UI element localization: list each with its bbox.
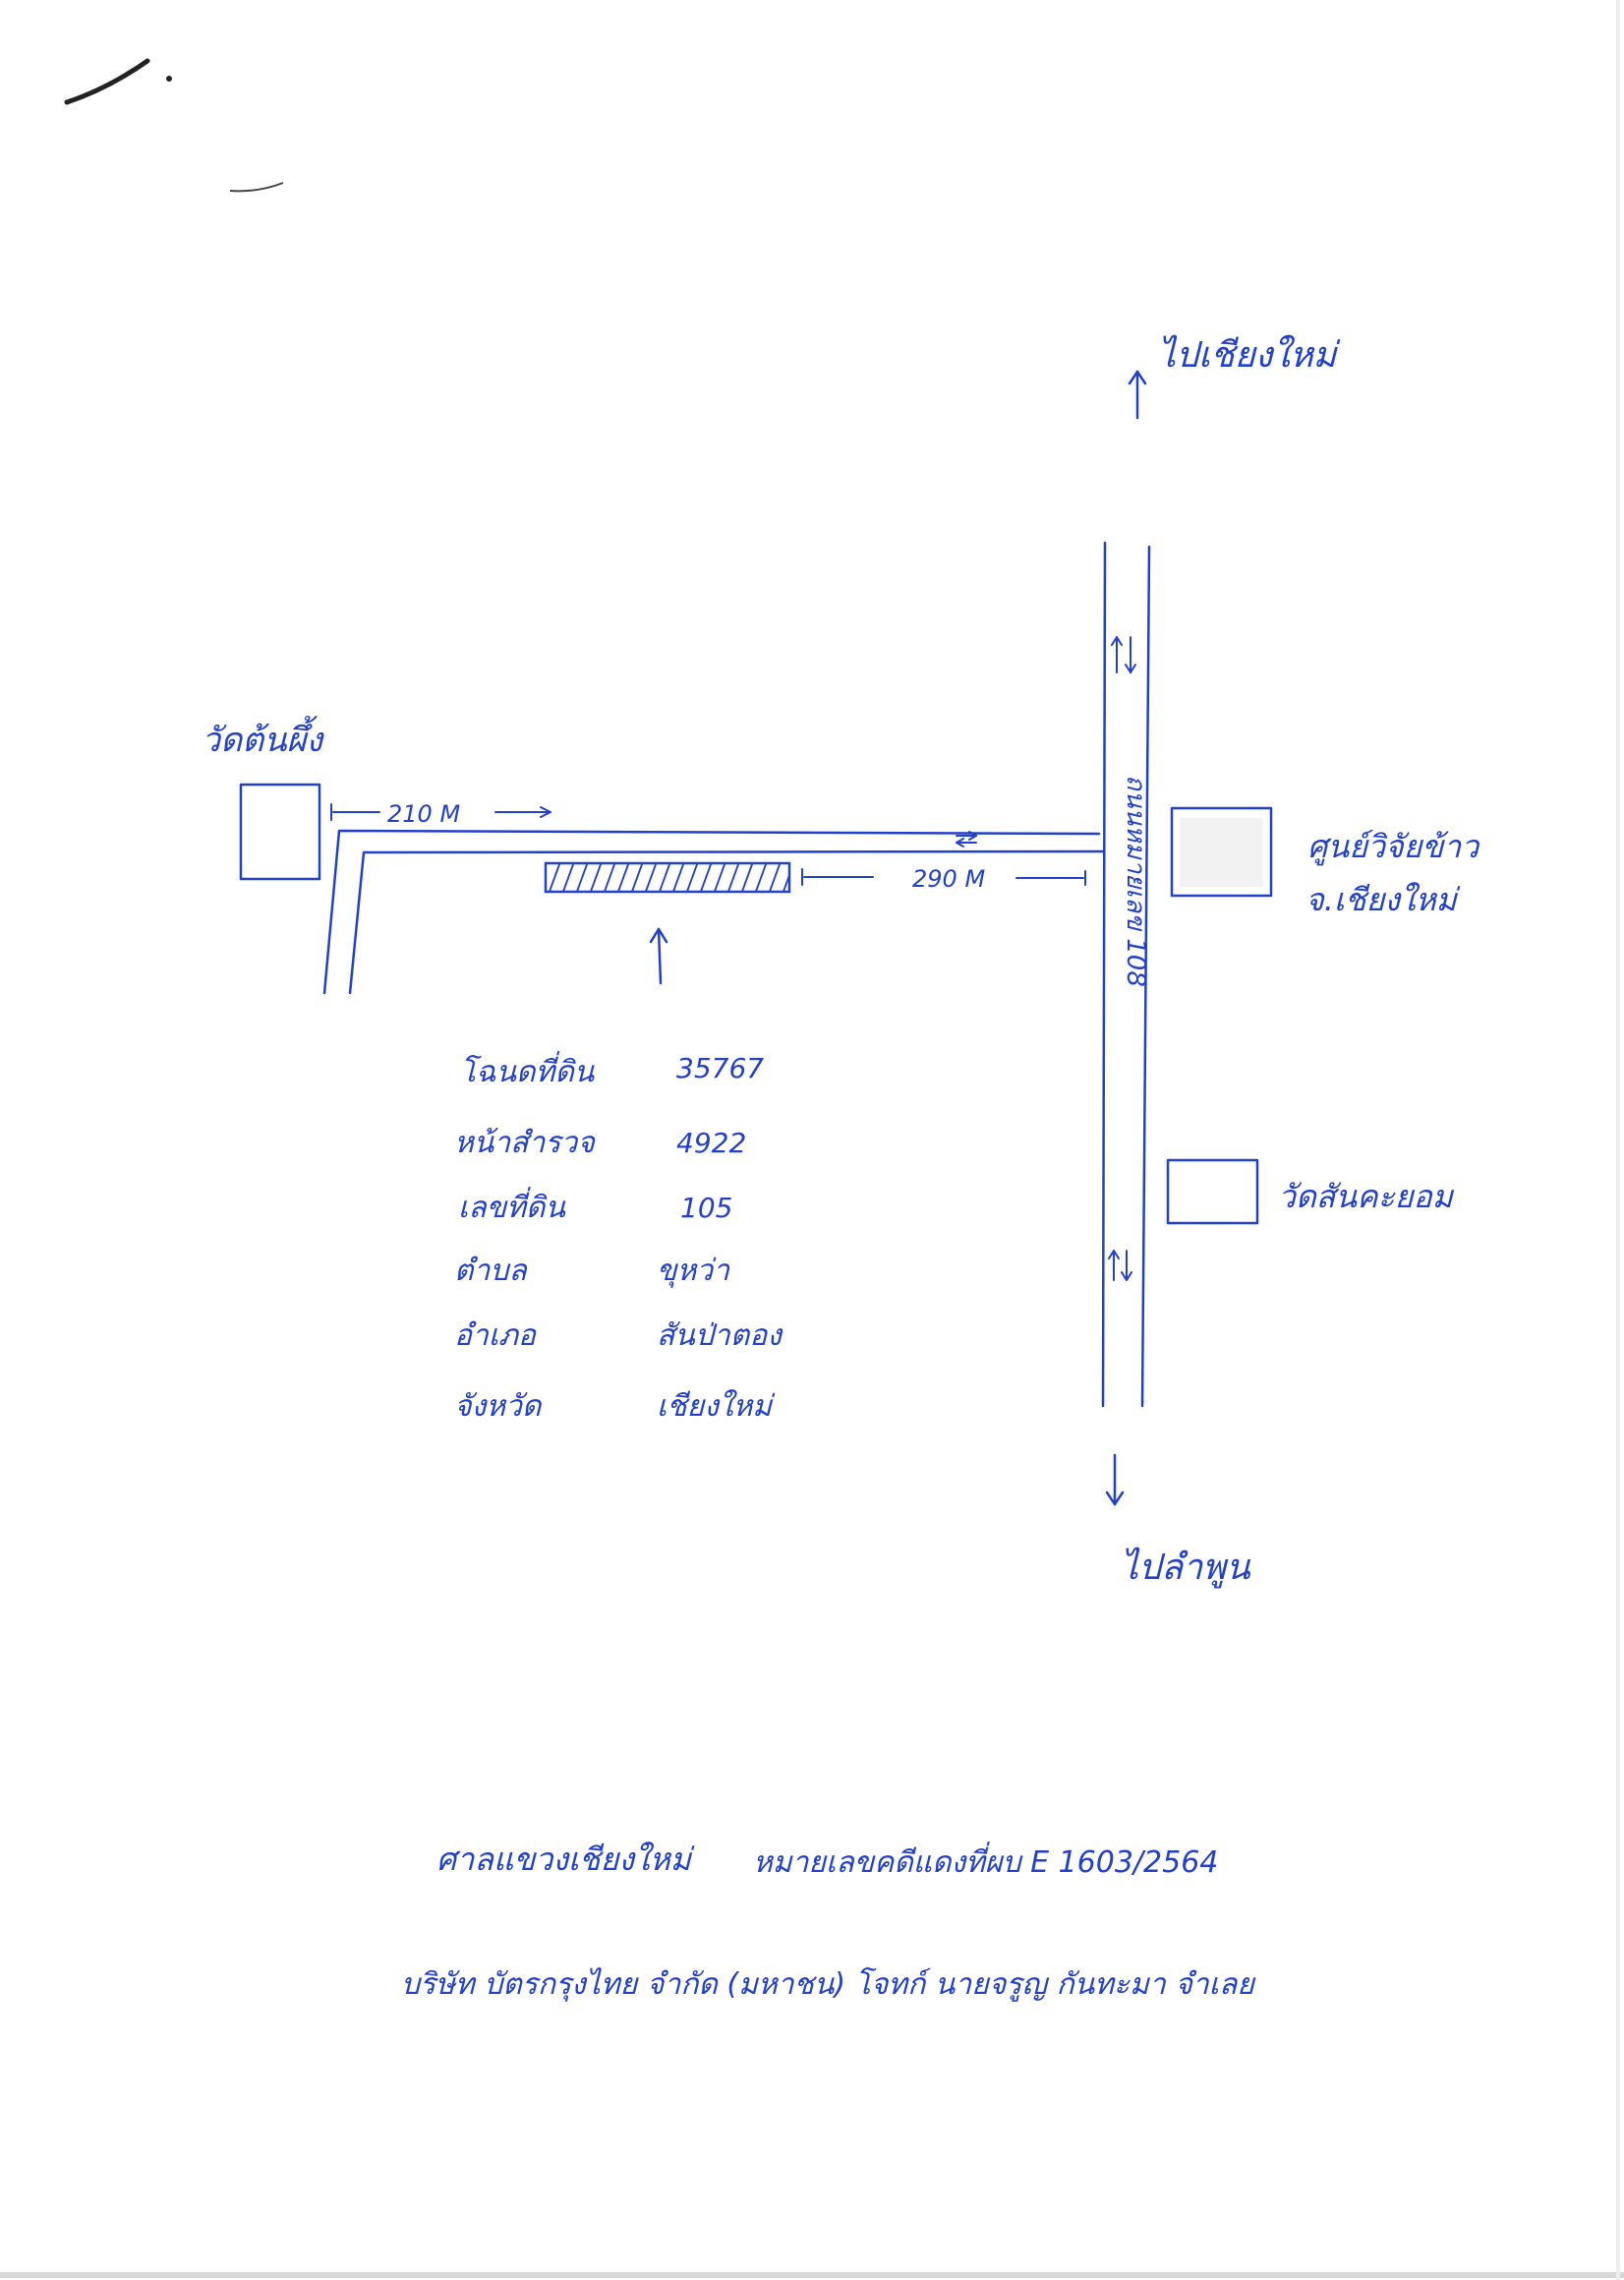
distance-east-label: 290 M xyxy=(912,865,985,893)
rice-center-label-line1: ศูนย์วิจัยข้าว xyxy=(1307,828,1480,866)
land-info-table: โฉนดที่ดิน 35767 หน้าสำรวจ 4922 เลขที่ดิ… xyxy=(454,1051,783,1424)
temple-east-label: วัดสันคะยอม xyxy=(1278,1178,1455,1215)
north-arrow xyxy=(1128,370,1147,420)
south-arrow xyxy=(1105,1453,1125,1506)
land-info-value: สันป่าตอง xyxy=(657,1318,783,1353)
highway-road xyxy=(1101,541,1151,1408)
two-way-arrow-icon xyxy=(1108,1250,1132,1281)
land-info-label: ตำบล xyxy=(454,1254,528,1288)
land-plot-hatched xyxy=(544,861,791,894)
highway-label: ถนนหมายเลข 108 xyxy=(1121,775,1150,987)
direction-north-label: ไปเชียงใหม่ xyxy=(1158,334,1341,376)
rice-center-fill xyxy=(1180,818,1263,887)
land-info-label: เลขที่ดิน xyxy=(458,1187,566,1225)
land-info-value: เชียงใหม่ xyxy=(657,1389,776,1424)
distance-west-label: 210 M xyxy=(387,800,460,828)
land-info-value: 4922 xyxy=(676,1127,746,1159)
distance-west-marker xyxy=(330,803,551,821)
land-info-value: 105 xyxy=(680,1192,732,1224)
rice-center-box xyxy=(1170,806,1273,898)
land-info-label: โฉนดที่ดิน xyxy=(460,1051,596,1089)
plot-pointer-arrow-icon xyxy=(649,927,668,985)
two-way-arrow-icon xyxy=(1111,636,1136,673)
land-info-label: อำเภอ xyxy=(454,1318,538,1353)
land-info-value: ขุหว่า xyxy=(657,1254,730,1288)
rice-center-label-line2: จ.เชียงใหม่ xyxy=(1305,881,1461,918)
case-number: หมายเลขคดีแดงที่ผบ E 1603/2564 xyxy=(753,1842,1218,1880)
side-road-two-way-arrow-icon xyxy=(956,831,977,848)
land-info-value: 35767 xyxy=(676,1052,764,1084)
land-info-label: หน้าสำรวจ xyxy=(454,1126,596,1160)
distance-east-marker xyxy=(801,868,1086,886)
direction-south-label: ไปลำพูน xyxy=(1121,1547,1251,1589)
temple-west-label: วัดต้นผึ้ง xyxy=(202,715,324,760)
land-info-label: จังหวัด xyxy=(454,1389,543,1424)
court-name: ศาลแขวงเชียงใหม่ xyxy=(436,1841,695,1878)
side-road xyxy=(322,829,1105,995)
ink-smudge-marks xyxy=(64,58,284,193)
case-parties: บริษัท บัตรกรุงไทย จำกัด (มหาชน) โจทก์ น… xyxy=(401,1966,1256,2002)
temple-west-box xyxy=(239,783,321,881)
temple-east-box xyxy=(1166,1158,1259,1225)
